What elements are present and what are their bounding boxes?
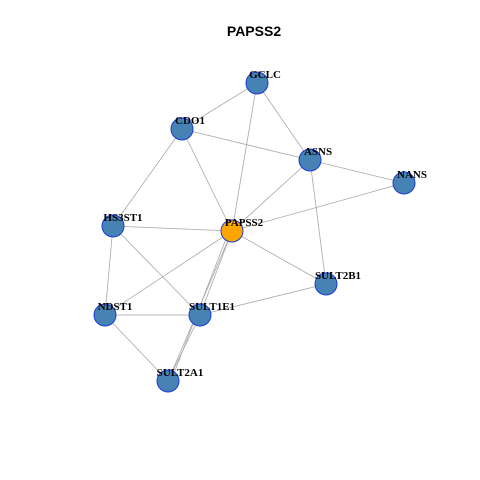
node-papss2: PAPSS2 xyxy=(220,217,264,243)
edge-sult2b1-sult1e1 xyxy=(199,283,327,316)
node-circle-cdo1 xyxy=(170,117,194,141)
edge-hs3st1-sult1e1 xyxy=(112,225,201,316)
node-circle-sult2a1 xyxy=(156,369,180,393)
node-gclc: GCLC xyxy=(245,69,281,95)
node-label-asns: ASNS xyxy=(304,146,332,158)
node-circle-sult1e1 xyxy=(188,303,212,327)
node-label-ndst1: NDST1 xyxy=(98,301,133,313)
edge-gclc-papss2 xyxy=(231,82,258,232)
node-hs3st1: HS3ST1 xyxy=(101,212,143,238)
node-sult2a1: SULT2A1 xyxy=(156,367,204,393)
node-label-hs3st1: HS3ST1 xyxy=(103,212,142,224)
edge-papss2-sult1e1 xyxy=(199,230,233,316)
node-circle-sult2b1 xyxy=(314,272,338,296)
edge-cdo1-papss2 xyxy=(181,128,233,232)
node-circle-ndst1 xyxy=(93,303,117,327)
node-circle-nans xyxy=(392,171,416,195)
node-label-sult2b1: SULT2B1 xyxy=(315,270,361,282)
edge-papss2-ndst1 xyxy=(104,230,233,316)
node-circle-gclc xyxy=(245,71,269,95)
graph-title: PAPSS2 xyxy=(227,23,281,39)
edge-asns-sult2b1 xyxy=(309,159,327,285)
node-sult2b1: SULT2B1 xyxy=(314,270,361,296)
edge-hs3st1-papss2 xyxy=(112,225,233,232)
node-label-sult2a1: SULT2A1 xyxy=(157,367,204,379)
node-label-sult1e1: SULT1E1 xyxy=(189,301,235,313)
node-ndst1: NDST1 xyxy=(93,301,133,327)
node-label-cdo1: CDO1 xyxy=(175,115,205,127)
node-circle-hs3st1 xyxy=(101,214,125,238)
node-asns: ASNS xyxy=(298,146,332,172)
node-cdo1: CDO1 xyxy=(170,115,205,141)
node-sult1e1: SULT1E1 xyxy=(188,301,235,327)
edge-asns-papss2 xyxy=(231,159,311,232)
edge-ndst1-sult2a1 xyxy=(104,314,169,382)
node-label-nans: NANS xyxy=(397,169,427,181)
node-label-gclc: GCLC xyxy=(249,69,281,81)
edges-layer xyxy=(104,82,405,382)
edge-gclc-cdo1 xyxy=(181,82,258,130)
node-circle-papss2 xyxy=(220,219,244,243)
edge-hs3st1-ndst1 xyxy=(104,225,114,316)
edge-cdo1-asns xyxy=(181,128,311,161)
edge-nans-papss2 xyxy=(231,182,405,232)
edge-asns-nans xyxy=(309,159,405,184)
node-circle-asns xyxy=(298,148,322,172)
node-label-papss2: PAPSS2 xyxy=(225,217,264,229)
edge-cdo1-hs3st1 xyxy=(112,128,183,227)
node-nans: NANS xyxy=(392,169,427,195)
edge-papss2-sult2b1 xyxy=(231,230,327,285)
edge-gclc-asns xyxy=(256,82,311,161)
